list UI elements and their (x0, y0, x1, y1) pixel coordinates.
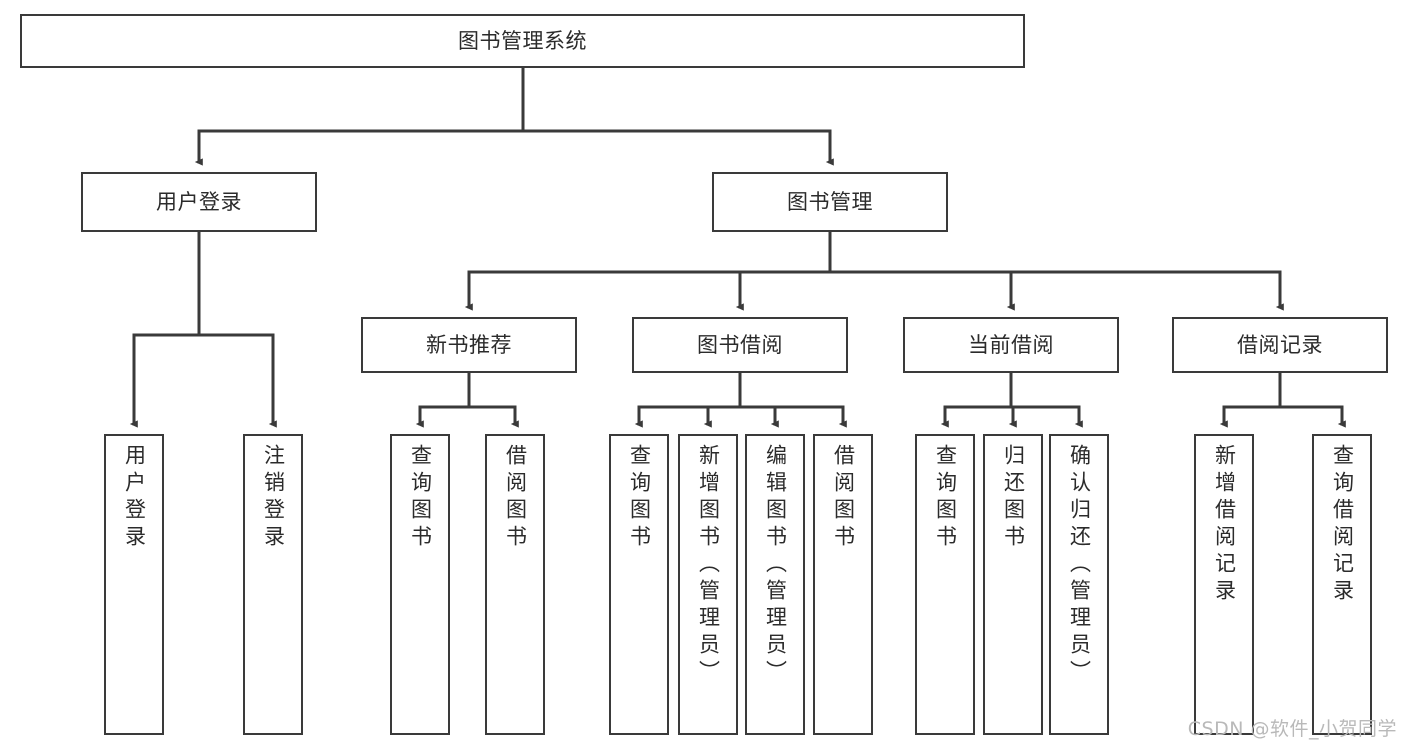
node-leaf-query-borrow-record[interactable]: 查询借阅记录 (1312, 434, 1372, 735)
node-leaf-add-borrow-record-label: 新增借阅记录 (1212, 444, 1237, 606)
node-leaf-add-book-admin[interactable]: 新增图书（管理员） (678, 434, 738, 735)
node-root-label: 图书管理系统 (458, 28, 587, 53)
watermark-text: CSDN @软件_小贺同学 (1187, 718, 1397, 740)
node-current-borrow[interactable]: 当前借阅 (903, 317, 1119, 373)
node-leaf-add-borrow-record[interactable]: 新增借阅记录 (1194, 434, 1254, 735)
node-leaf-query-borrow-record-label: 查询借阅记录 (1330, 444, 1355, 606)
node-root[interactable]: 图书管理系统 (20, 14, 1025, 68)
node-leaf-user-logout-label: 注销登录 (261, 444, 286, 552)
node-leaf-query-book-current-label: 查询图书 (933, 444, 958, 552)
node-leaf-confirm-return-admin-label: 确认归还（管理员） (1067, 444, 1092, 687)
node-book-borrow[interactable]: 图书借阅 (632, 317, 848, 373)
node-user-login-label: 用户登录 (156, 189, 242, 214)
node-leaf-edit-book-admin[interactable]: 编辑图书（管理员） (745, 434, 805, 735)
node-leaf-confirm-return-admin[interactable]: 确认归还（管理员） (1049, 434, 1109, 735)
node-leaf-query-book-borrow-label: 查询图书 (627, 444, 652, 552)
node-borrow-record[interactable]: 借阅记录 (1172, 317, 1388, 373)
node-book-manage[interactable]: 图书管理 (712, 172, 948, 232)
node-borrow-record-label: 借阅记录 (1237, 332, 1323, 357)
node-leaf-borrow-book-recommend[interactable]: 借阅图书 (485, 434, 545, 735)
node-leaf-add-book-admin-label: 新增图书（管理员） (696, 444, 721, 687)
node-user-login[interactable]: 用户登录 (81, 172, 317, 232)
node-leaf-edit-book-admin-label: 编辑图书（管理员） (763, 444, 788, 687)
node-new-book-recommend[interactable]: 新书推荐 (361, 317, 577, 373)
node-new-book-recommend-label: 新书推荐 (426, 332, 512, 357)
node-leaf-borrow-book[interactable]: 借阅图书 (813, 434, 873, 735)
node-leaf-user-login[interactable]: 用户登录 (104, 434, 164, 735)
node-leaf-query-book-recommend[interactable]: 查询图书 (390, 434, 450, 735)
node-leaf-user-login-label: 用户登录 (122, 444, 147, 552)
node-leaf-user-logout[interactable]: 注销登录 (243, 434, 303, 735)
node-leaf-query-book-recommend-label: 查询图书 (408, 444, 433, 552)
node-leaf-return-book[interactable]: 归还图书 (983, 434, 1043, 735)
node-leaf-query-book-borrow[interactable]: 查询图书 (609, 434, 669, 735)
node-leaf-return-book-label: 归还图书 (1001, 444, 1026, 552)
node-leaf-borrow-book-recommend-label: 借阅图书 (503, 444, 528, 552)
node-leaf-borrow-book-label: 借阅图书 (831, 444, 856, 552)
node-current-borrow-label: 当前借阅 (968, 332, 1054, 357)
node-book-manage-label: 图书管理 (787, 189, 873, 214)
node-book-borrow-label: 图书借阅 (697, 332, 783, 357)
node-leaf-query-book-current[interactable]: 查询图书 (915, 434, 975, 735)
